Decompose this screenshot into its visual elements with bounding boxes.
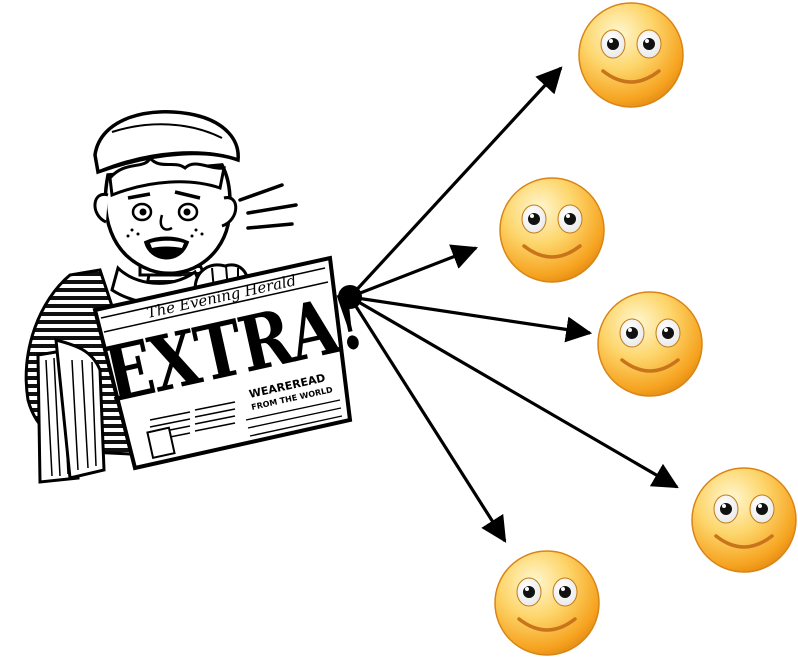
arrow-to-smiley-2 xyxy=(350,248,476,297)
arrow-to-smiley-3 xyxy=(350,297,590,333)
newsboy-illustration: The Evening Herald EXTRA! WEAREREAD FROM… xyxy=(26,112,370,482)
smiley-face-icon xyxy=(598,292,702,396)
recipients-group xyxy=(495,3,796,655)
hub-node xyxy=(338,285,362,309)
paper-stack xyxy=(38,340,104,482)
arrow-to-smiley-5 xyxy=(350,297,505,541)
shout-lines-icon xyxy=(240,185,296,228)
smiley-face-icon xyxy=(500,178,604,282)
smiley-face-icon xyxy=(692,468,796,572)
newsboy-cap xyxy=(95,112,238,172)
smiley-face-icon xyxy=(579,3,683,107)
smiley-face-icon xyxy=(495,551,599,655)
